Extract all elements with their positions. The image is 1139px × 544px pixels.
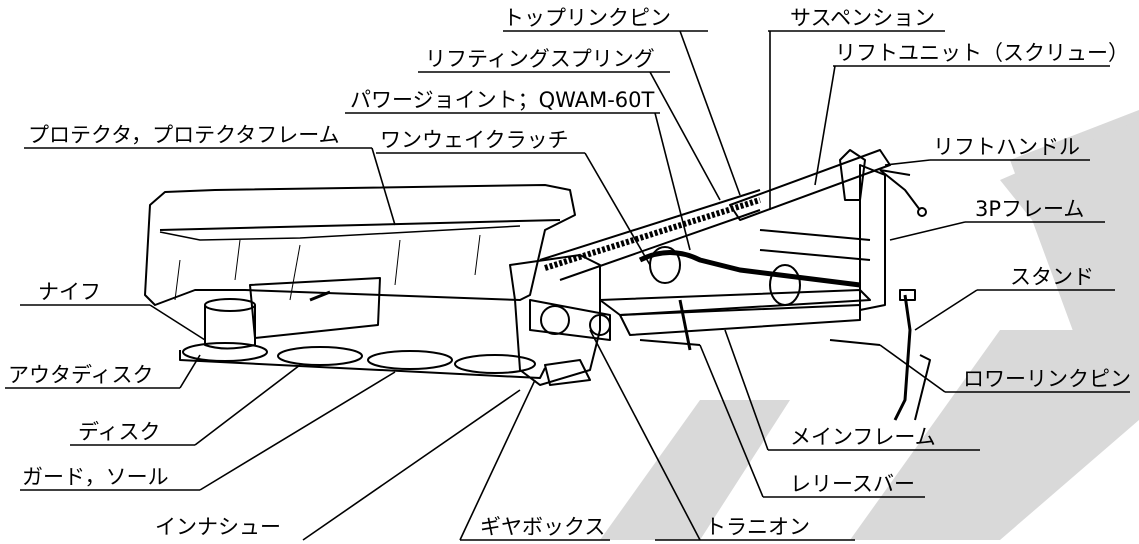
label-suspension: サスペンション	[790, 6, 936, 30]
label-lower-link-pin: ロワーリンクピン	[963, 367, 1131, 391]
label-main-frame: メインフレーム	[790, 425, 936, 449]
label-one-way-clutch: ワンウェイクラッチ	[380, 128, 569, 152]
label-protector: プロテクタ，プロテクタフレーム	[28, 123, 340, 147]
label-lift-handle: リフトハンドル	[933, 135, 1080, 159]
label-lift-unit: リフトユニット（スクリュー）	[835, 41, 1129, 65]
label-3p-frame: 3Pフレーム	[975, 197, 1085, 221]
mower-illustration	[144, 149, 931, 421]
label-power-joint: パワージョイント；QWAM-60T	[350, 88, 655, 112]
label-trunnion: トラニオン	[705, 515, 810, 539]
label-inner-shoe: インナシュー	[155, 515, 281, 539]
label-guard-sole: ガード，ソール	[22, 465, 169, 489]
label-knife: ナイフ	[38, 280, 101, 304]
label-gearbox: ギヤボックス	[480, 515, 606, 539]
label-top-link-pin: トップリンクピン	[503, 6, 671, 30]
label-stand: スタンド	[1010, 265, 1094, 289]
label-lifting-spring: リフティングスプリング	[425, 47, 655, 71]
label-release-bar: レリースバー	[790, 472, 915, 496]
leader-lines	[5, 30, 1130, 541]
label-outer-disc: アウタディスク	[8, 363, 154, 387]
label-disc: ディスク	[78, 420, 161, 444]
